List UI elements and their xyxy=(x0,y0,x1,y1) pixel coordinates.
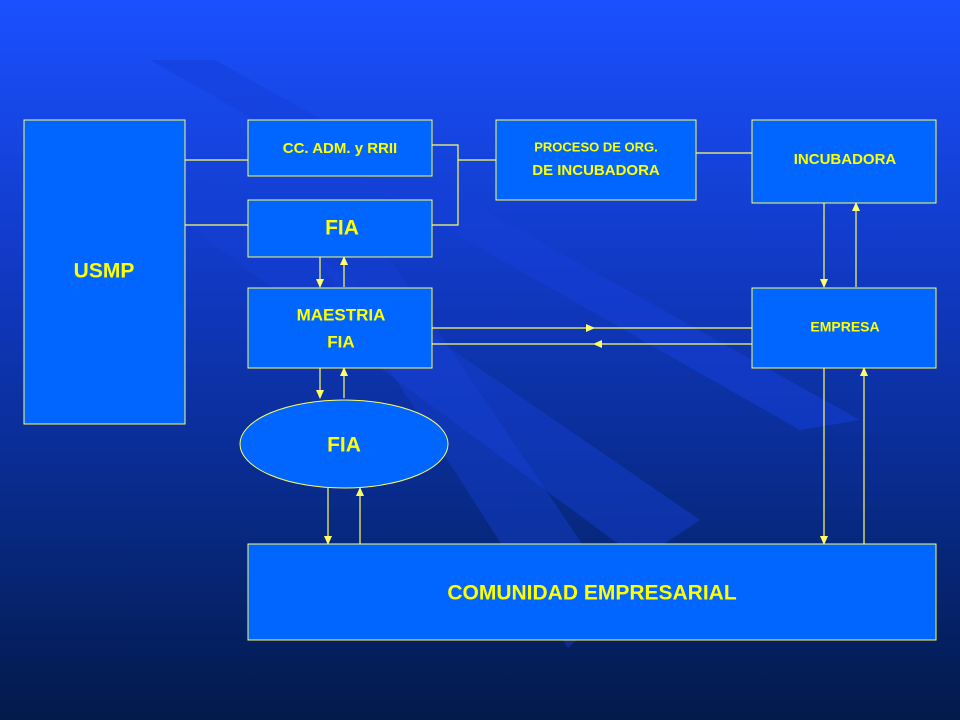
label-comunidad: COMUNIDAD EMPRESARIAL xyxy=(447,582,737,605)
node-maestria[interactable] xyxy=(247,287,433,369)
label-incubadora: INCUBADORA xyxy=(794,151,897,168)
label-cc-adm: CC. ADM. y RRII xyxy=(283,140,397,157)
node-empresa[interactable] xyxy=(751,287,937,369)
label-maestria-line1: MAESTRIA xyxy=(297,305,386,324)
node-incubadora[interactable] xyxy=(751,119,937,204)
node-comunidad[interactable] xyxy=(247,543,937,641)
label-empresa: EMPRESA xyxy=(810,319,879,335)
node-fia-box[interactable] xyxy=(247,199,433,258)
node-cc-adm[interactable] xyxy=(247,119,433,177)
label-usmp: USMP xyxy=(74,260,135,283)
connector-cc-fia-bracket xyxy=(432,144,459,226)
stripe-2 xyxy=(140,180,700,560)
label-fia-ellipse: FIA xyxy=(327,434,361,457)
label-proceso-line2: DE INCUBADORA xyxy=(532,162,660,179)
label-maestria-line2: FIA xyxy=(327,332,354,351)
node-usmp[interactable] xyxy=(23,119,186,425)
node-proceso[interactable] xyxy=(495,119,697,201)
label-proceso-line1: PROCESO DE ORG. xyxy=(534,139,658,154)
node-fia-ellipse[interactable] xyxy=(239,399,449,489)
label-fia-box: FIA xyxy=(325,217,359,240)
connectors xyxy=(185,144,868,545)
